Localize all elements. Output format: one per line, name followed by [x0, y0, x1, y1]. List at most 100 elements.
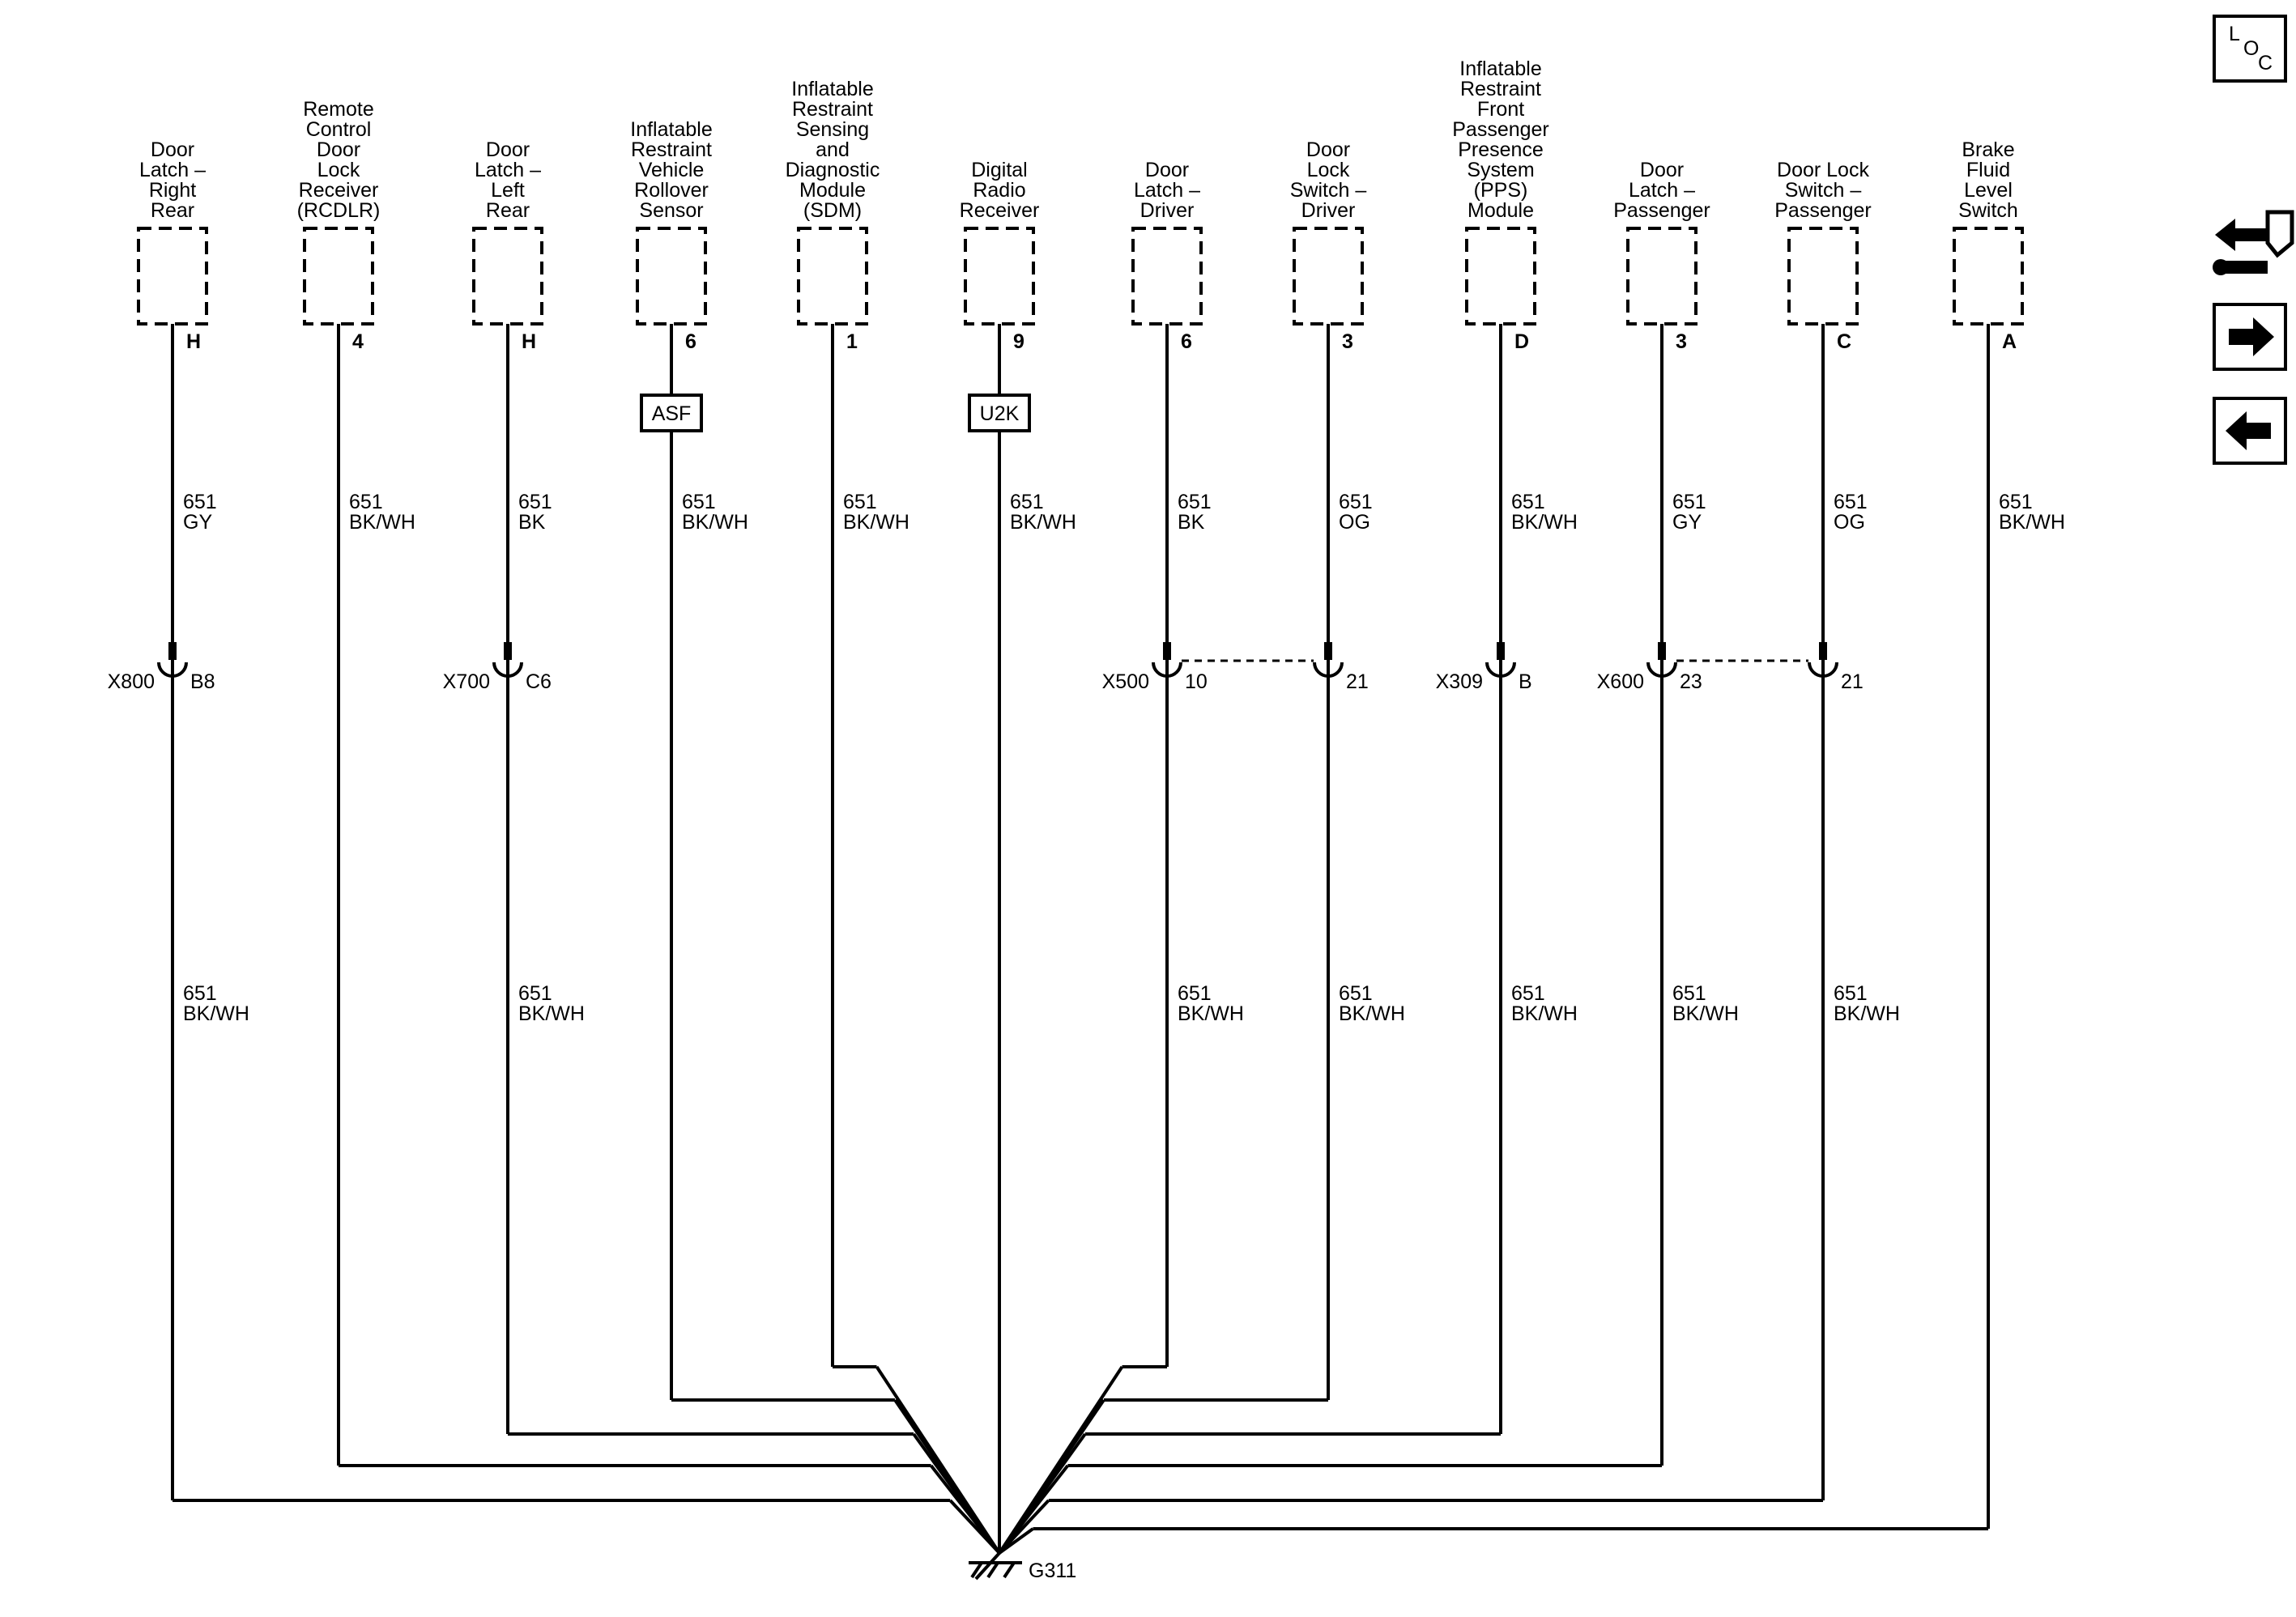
component-name-line: Brake	[1962, 138, 2014, 161]
connector-pin: 23	[1680, 670, 1702, 693]
component-name-line: Passenger	[1613, 199, 1710, 222]
component-name-line: Door	[1306, 138, 1350, 161]
connector-name: X800	[108, 670, 155, 693]
ground-symbol: G311	[969, 1551, 1076, 1582]
component-box	[964, 227, 1035, 326]
component-name-line: Driver	[1301, 199, 1356, 222]
circuit-number: 651	[1834, 491, 1868, 513]
component-name-line: Right	[149, 179, 196, 202]
connector-pin-male	[1163, 642, 1171, 660]
connector-socket	[157, 662, 188, 678]
arrow-right-icon[interactable]	[2213, 303, 2287, 371]
component-name-line: and	[816, 138, 850, 161]
wire-color: BK/WH	[843, 511, 909, 534]
circuit-number-lower: 651	[1672, 982, 1706, 1005]
wire-color-lower: BK/WH	[518, 1002, 585, 1025]
component-name-line: Front	[1477, 98, 1524, 121]
component-4: InflatableRestraintSensingandDiagnosticM…	[786, 78, 909, 534]
connector-pin-male	[1324, 642, 1332, 660]
wire-color: GY	[183, 511, 212, 534]
component-box	[636, 227, 707, 326]
connector-socket	[1808, 662, 1838, 678]
component-name-line: Driver	[1140, 199, 1195, 222]
circuit-number-lower: 651	[1178, 982, 1212, 1005]
component-name-line: Sensor	[639, 199, 703, 222]
component-box	[1465, 227, 1536, 326]
wire-color-lower: BK/WH	[1511, 1002, 1578, 1025]
component-1: RemoteControlDoorLockReceiver(RCDLR)4651…	[297, 98, 415, 534]
component-name-line: Switch	[1958, 199, 2018, 222]
circuit-number: 651	[1339, 491, 1373, 513]
connector-name: X700	[443, 670, 490, 693]
circuit-number-lower: 651	[1339, 982, 1373, 1005]
dtc-label: ASF	[652, 402, 692, 425]
component-name-line: Restraint	[792, 98, 873, 121]
component-name-line: (PPS)	[1474, 179, 1528, 202]
connector-pin: 10	[1185, 670, 1208, 693]
component-name-line: Latch –	[139, 159, 206, 181]
component-box	[137, 227, 208, 326]
connector-socket	[1485, 662, 1516, 678]
circuit-number: 651	[1178, 491, 1212, 513]
wire-color: BK/WH	[1511, 511, 1578, 534]
connector-tool-icon[interactable]	[2213, 210, 2294, 275]
circuit-number: 651	[518, 491, 552, 513]
dtc-box	[968, 394, 1031, 432]
connector-pin: B	[1519, 670, 1532, 693]
component-name-line: Door Lock	[1777, 159, 1869, 181]
component-name-line: Digital	[971, 159, 1027, 181]
pin-label: 6	[1181, 330, 1192, 353]
connector-pin: 21	[1346, 670, 1369, 693]
component-name-line: Vehicle	[639, 159, 705, 181]
wire-color: BK/WH	[349, 511, 415, 534]
connector-pin: C6	[526, 670, 552, 693]
component-name-line: Inflatable	[1459, 57, 1541, 80]
loc-letter-l: L	[2229, 23, 2240, 45]
component-name-line: Latch –	[1134, 179, 1200, 202]
connector-socket	[1646, 662, 1677, 678]
wire-color: BK/WH	[1999, 511, 2065, 534]
component-name-line: (RCDLR)	[297, 199, 381, 222]
component-name-line: Door	[151, 138, 194, 161]
wire-color: OG	[1834, 511, 1865, 534]
pin-label: 4	[352, 330, 364, 353]
component-name-line: Module	[1467, 199, 1534, 222]
pin-label: H	[186, 330, 201, 353]
wire-color: OG	[1339, 511, 1370, 534]
connector-pin-male	[1497, 642, 1505, 660]
wire-color-lower: BK/WH	[1834, 1002, 1900, 1025]
circuit-number: 651	[1999, 491, 2033, 513]
wire-color: BK/WH	[1010, 511, 1076, 534]
component-name-line: Presence	[1458, 138, 1544, 161]
wire-diagonal	[998, 1527, 1034, 1555]
wire-color-lower: BK/WH	[1339, 1002, 1405, 1025]
loc-letter-o: O	[2243, 37, 2259, 60]
component-box	[1787, 227, 1859, 326]
component-name-line: Restraint	[631, 138, 712, 161]
circuit-number: 651	[183, 491, 217, 513]
component-3: InflatableRestraintVehicleRolloverSensor…	[630, 118, 748, 534]
component-box	[1131, 227, 1203, 326]
pin-label: 1	[846, 330, 858, 353]
pin-label: A	[2002, 330, 2017, 353]
component-name-line: Door	[1640, 159, 1684, 181]
wire-diagonal	[998, 1499, 1050, 1555]
arrow-left-icon[interactable]	[2213, 397, 2287, 465]
connector-pin-male	[504, 642, 512, 660]
component-name-line: Passenger	[1452, 118, 1549, 141]
dtc-label: U2K	[980, 402, 1020, 425]
loc-button[interactable]: L O C	[2213, 15, 2287, 83]
circuit-number: 651	[1672, 491, 1706, 513]
loc-letter-c: C	[2258, 52, 2273, 74]
component-name-line: (SDM)	[803, 199, 862, 222]
component-name-line: Diagnostic	[786, 159, 880, 181]
wire-color-lower: BK/WH	[1178, 1002, 1244, 1025]
component-box	[303, 227, 374, 326]
pin-label: 9	[1013, 330, 1024, 353]
